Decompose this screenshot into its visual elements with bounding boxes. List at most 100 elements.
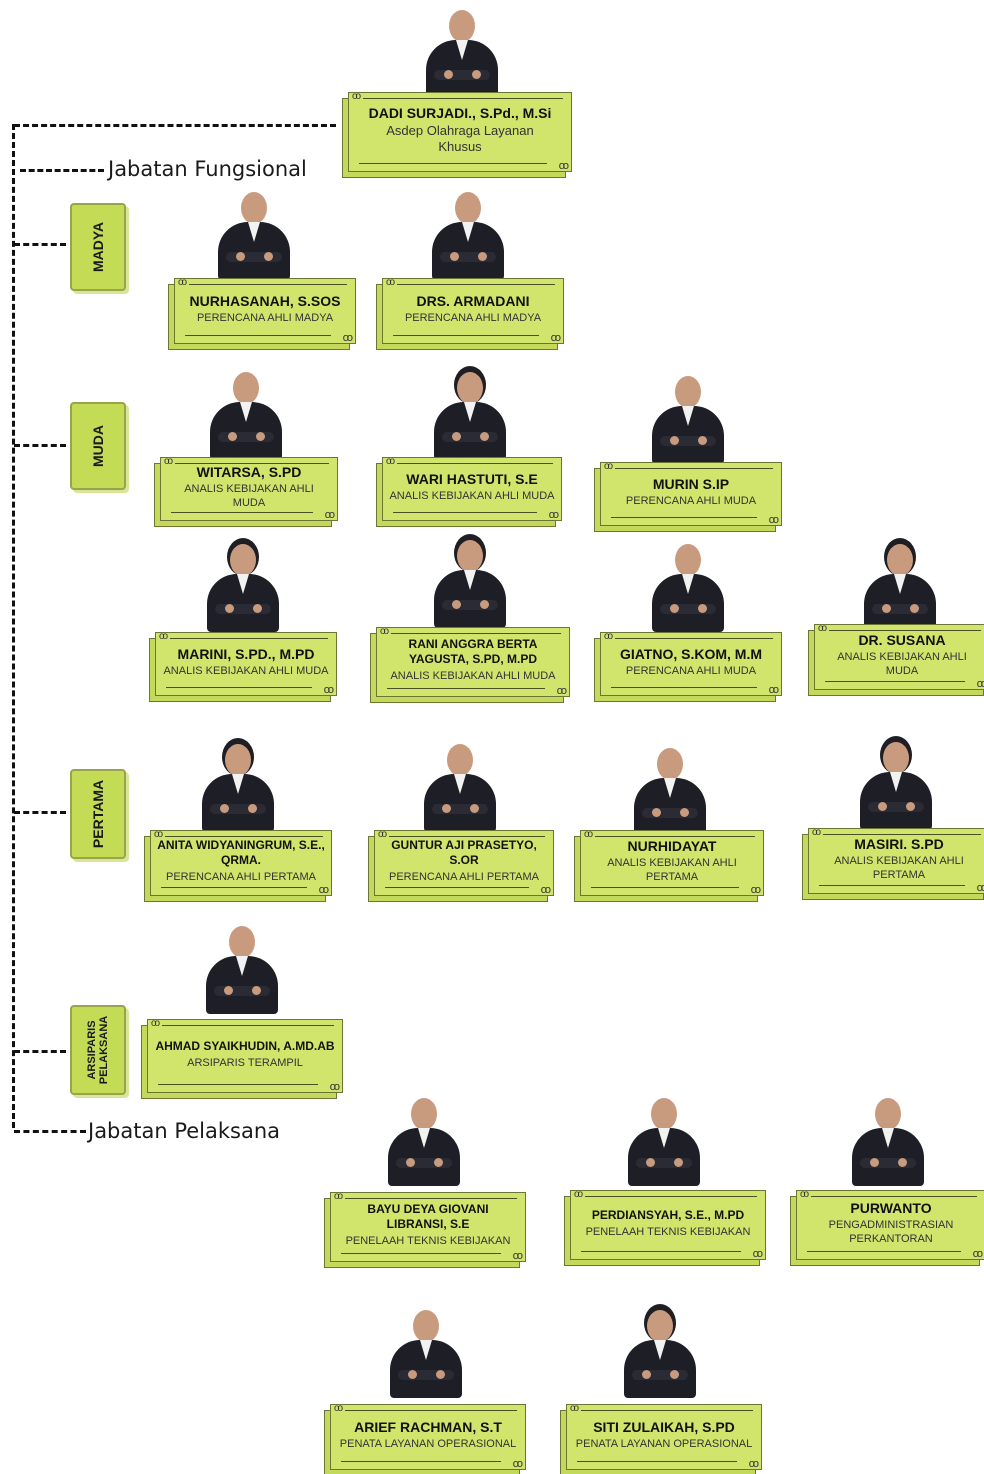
card-name: WARI HASTUTI, S.E [406,471,538,487]
card-title: PENGADMINISTRASIAN PERKANTORAN [828,1219,954,1245]
connector [14,1130,86,1133]
card-title: PENELAAH TEKNIS KEBIJAKAN [585,1225,751,1238]
card-name: ARIEF RACHMAN, S.T [354,1419,502,1435]
person-photo [202,922,282,1014]
card-title: PERENCANA AHLI MUDA [625,495,757,507]
level-tag-label: MADYA [89,221,106,273]
connector [14,243,66,246]
person-photo [430,536,510,628]
person-photo [648,372,728,464]
card-title: Asdep Olahraga Layanan Khusus [386,123,534,154]
photo-head [422,6,502,98]
connector [14,811,66,814]
card-title: ANALIS KEBIJAKAN AHLI MUDA [837,651,967,677]
person-photo [848,1094,928,1186]
card-title: ANALIS KEBIJAKAN AHLI MUDA [390,670,556,682]
person-photo [428,188,508,280]
person-photo [386,1306,466,1398]
card-name: DRS. ARMADANI [416,293,530,309]
person-photo [384,1094,464,1186]
person-photo [198,740,278,832]
person-photo [856,738,936,830]
person-photo [420,740,500,832]
card-name: SITI ZULAIKAH, S.PD [593,1419,735,1435]
card-name: DADI SURJADI., S.Pd., M.Si [368,105,552,121]
card-name: AHMAD SYAIKHUDIN, A.MD.AB [155,1038,335,1053]
card-title: PERENCANA AHLI PERTAMA [166,871,316,883]
card-title: ANALIS KEBIJAKAN AHLI MUDA [389,490,555,502]
card-title: PERENCANA AHLI MADYA [196,312,334,324]
person-photo [630,744,710,836]
card-title: ANALIS KEBIJAKAN AHLI PERTAMA [834,855,964,881]
person-photo [648,540,728,632]
connector [12,124,15,1128]
connector [14,1050,66,1053]
card-name: MARINI, S.PD., M.PD [177,646,315,662]
card-title: ARSIPARIS TERAMPIL [187,1056,303,1069]
person-photo [624,1094,704,1186]
person-photo [203,540,283,632]
level-tag-label: PERTAMA [90,779,106,849]
person-photo [620,1306,700,1398]
person-photo [206,368,286,460]
person-photo [860,540,940,632]
level-tag-muda: MUDA [70,402,126,490]
level-tag-label: MUDA [90,425,106,467]
level-tag-label: ARSIPARIS PELAKSANA [86,1016,110,1084]
card-name: PERDIANSYAH, S.E., M.PD [591,1207,745,1222]
card-name: GUNTUR AJI PRASETYO, S.OR [391,838,537,867]
card-title: PENATA LAYANAN OPERASIONAL [339,1438,517,1450]
person-photo [430,368,510,460]
card-name: MASIRI. S.PD [854,836,944,852]
card-name: DR. SUSANA [858,632,946,648]
level-tag-line: ARSIPARIS [86,1020,99,1080]
card-title: ANALIS KEBIJAKAN AHLI MUDA [163,665,329,677]
card-title: ANALIS KEBIJAKAN AHLI MUDA [184,483,314,509]
connector [20,169,104,172]
card-name: MURIN S.IP [652,476,730,492]
card-name: RANI ANGGRA BERTA YAGUSTA, S.PD, M.PD [408,637,538,666]
card-title: ANALIS KEBIJAKAN AHLI PERTAMA [607,857,737,883]
person-photo [214,188,294,280]
card-name: ANITA WIDYANINGRUM, S.E., QRMA. [157,838,325,867]
card-title: PERENCANA AHLI PERTAMA [389,871,539,883]
card-name: BAYU DEYA GIOVANI LIBRANSI, S.E [367,1202,489,1231]
connector [14,444,66,447]
section-label-functional: Jabatan Fungsional [108,157,307,181]
section-label-executive: Jabatan Pelaksana [88,1119,281,1143]
level-tag-arsiparis: ARSIPARIS PELAKSANA [70,1005,126,1095]
level-tag-pertama: PERTAMA [70,769,126,859]
level-tag-line: PELAKSANA [98,1015,111,1085]
level-tag-madya: MADYA [70,203,126,291]
card-title: PERENCANA AHLI MUDA [625,665,757,677]
card-name: WITARSA, S.PD [196,464,302,480]
card-name: NURHASANAH, S.SOS [189,293,341,309]
card-title: PENATA LAYANAN OPERASIONAL [575,1438,753,1450]
card-name: NURHIDAYAT [627,838,717,854]
card-name: GIATNO, S.KOM, M.M [619,646,763,662]
card-title: PENELAAH TEKNIS KEBIJAKAN [345,1235,511,1247]
card-title: PERENCANA AHLI MADYA [404,312,542,324]
connector [14,124,336,127]
